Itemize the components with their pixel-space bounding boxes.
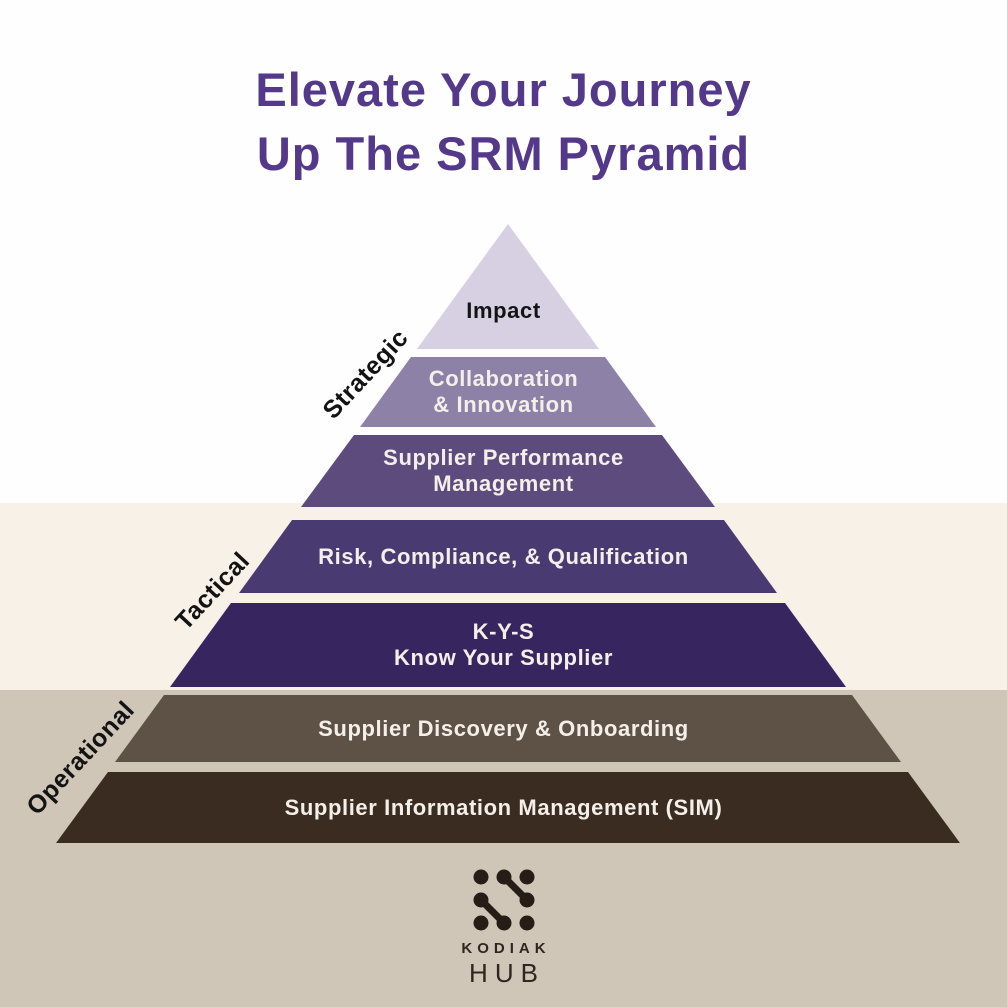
pyramid-tier-supplier-discovery-onboarding (115, 695, 901, 762)
tier-label-supplier-performance-management: Supplier Performance Management (383, 445, 624, 496)
pyramid-tier-collaboration-innovation (360, 357, 656, 427)
kodiak-hub-logo-icon (473, 869, 534, 931)
tier-label-supplier-information-management: Supplier Information Management (SIM) (284, 794, 723, 820)
tier-label-know-your-supplier: K-Y-S Know Your Supplier (394, 619, 613, 670)
logo-text-hub: HUB (469, 958, 545, 988)
logo-text-kodiak: KODIAK (461, 940, 551, 957)
page-title: Elevate Your Journey Up The SRM Pyramid (0, 58, 1007, 186)
pyramid-tier-know-your-supplier (170, 603, 846, 687)
tier-label-collaboration-innovation: Collaboration & Innovation (428, 366, 579, 417)
pyramid-tier-supplier-information-management (56, 772, 960, 843)
pyramid-tier-risk-compliance-qualification (239, 520, 777, 593)
pyramid-tier-supplier-performance-management (301, 435, 715, 507)
tier-label-supplier-discovery-onboarding: Supplier Discovery & Onboarding (318, 715, 689, 741)
tier-label-risk-compliance-qualification: Risk, Compliance, & Qualification (318, 543, 689, 569)
tier-label-impact: Impact (466, 298, 541, 323)
page-title-line1: Elevate Your Journey (255, 63, 752, 116)
kodiak-hub-logo: KODIAK HUB (0, 868, 1007, 989)
pyramid-tier-impact (417, 224, 599, 349)
page-title-line2: Up The SRM Pyramid (256, 127, 751, 180)
